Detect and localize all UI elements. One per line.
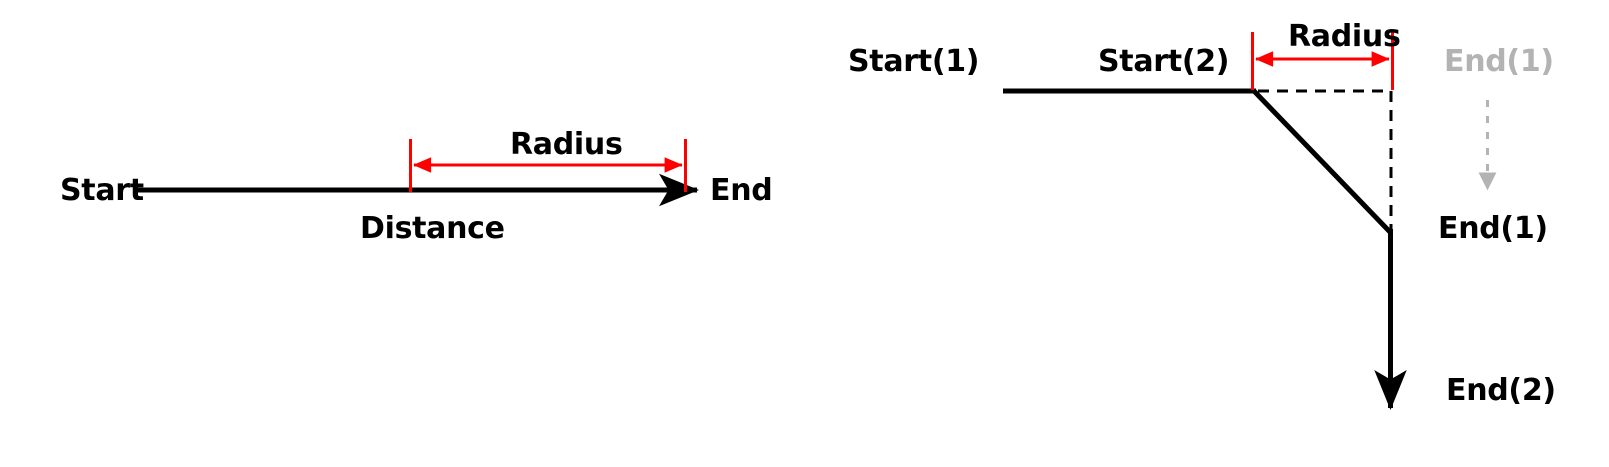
corner-bevel-diagonal: [1252, 89, 1392, 234]
end2-label: End(2): [1446, 373, 1556, 408]
start-label: Start: [60, 173, 144, 208]
end-label: End: [710, 173, 773, 208]
ghost-path-dashed: [1258, 89, 1393, 232]
end1-ghost-label: End(1): [1444, 44, 1554, 79]
radius-label-right: Radius: [1288, 19, 1401, 54]
start1-label: Start(1): [848, 44, 980, 79]
radius-label-left: Radius: [510, 127, 623, 162]
start2-label: Start(2): [1098, 44, 1230, 79]
distance-label: Distance: [360, 211, 505, 246]
left-panel-group: [137, 139, 700, 207]
right-panel-group: [1003, 32, 1497, 411]
end1-label: End(1): [1438, 211, 1548, 246]
